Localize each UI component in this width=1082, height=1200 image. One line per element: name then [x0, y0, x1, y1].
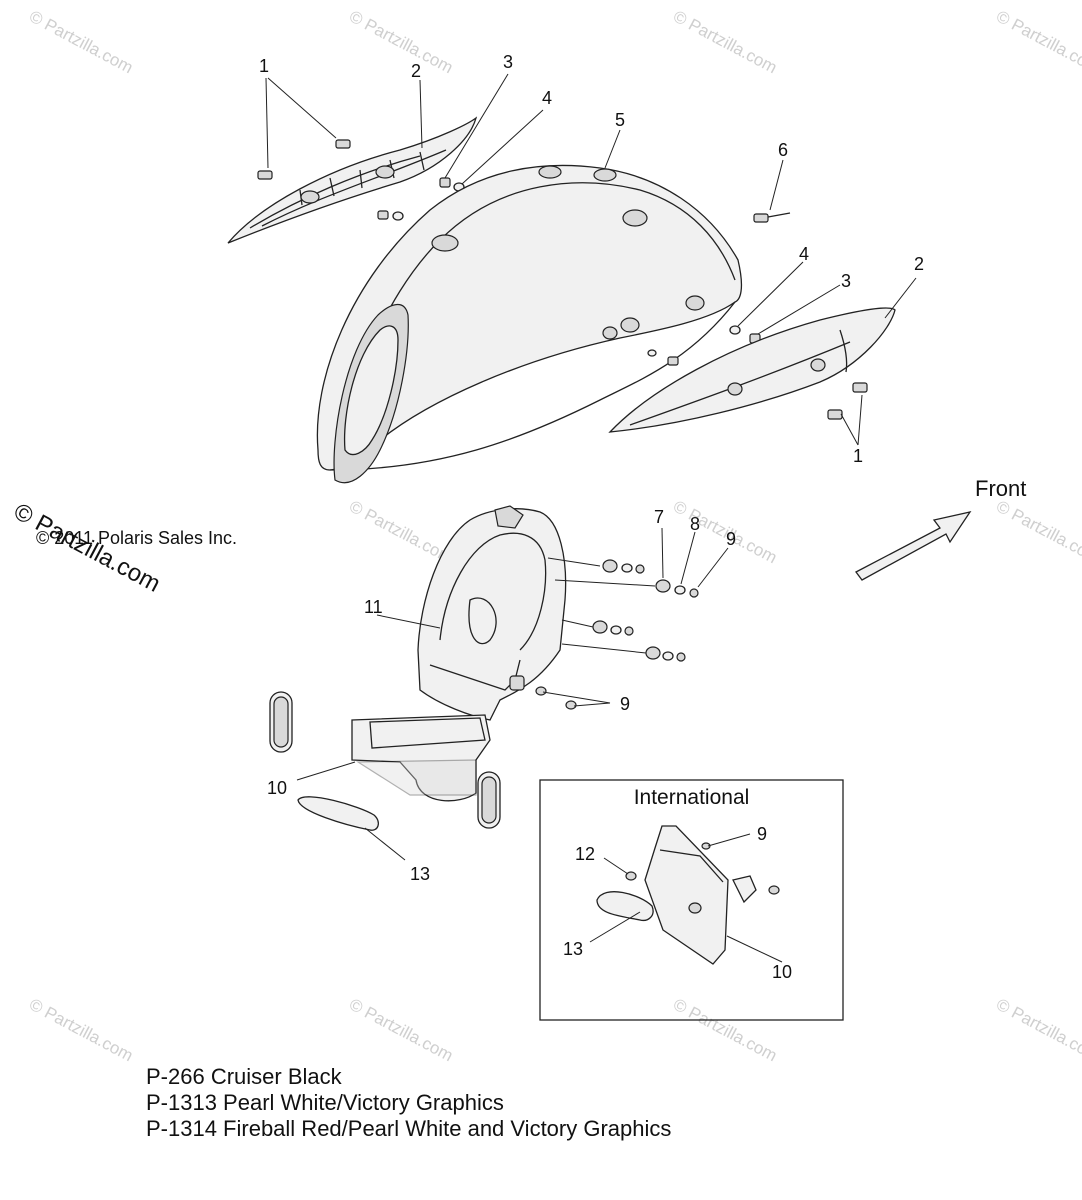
fender-trim-right [608, 307, 896, 433]
note-line: P-1314 Fireball Red/Pearl White and Vict… [146, 1116, 672, 1141]
callout-6: 6 [778, 140, 788, 160]
watermark: © Partzilla.com [993, 497, 1082, 568]
note-line: P-1313 Pearl White/Victory Graphics [146, 1090, 504, 1115]
callout-8: 8 [690, 514, 700, 534]
front-label: Front [975, 476, 1027, 501]
license-plate-holder [351, 714, 491, 802]
watermark: © Partzilla.com [993, 995, 1082, 1066]
nut-3-upper [439, 177, 451, 188]
callout-13: 13 [410, 864, 430, 884]
watermark: © Partzilla.com [26, 7, 136, 78]
callout-1: 1 [853, 446, 863, 466]
watermark: © Partzilla.com [346, 497, 456, 568]
watermark: © Partzilla.com [993, 7, 1082, 78]
color-notes: P-266 Cruiser Black P-1313 Pearl White/V… [146, 1064, 671, 1142]
fender-trim-left [227, 116, 478, 244]
nut-extra [377, 210, 404, 221]
callout-4: 4 [799, 244, 809, 264]
copyright-text: © 2011 Polaris Sales Inc. [36, 528, 238, 548]
screw-6 [753, 212, 791, 223]
callout-9: 9 [726, 529, 736, 549]
international-box [539, 779, 844, 1021]
front-fender [316, 164, 743, 484]
callout-9: 9 [620, 694, 630, 714]
intl-bracket [644, 825, 780, 965]
watermark: © Partzilla.com [26, 995, 136, 1066]
license-bracket [417, 505, 567, 721]
intl-reflector [596, 891, 654, 922]
nut-stack [535, 559, 699, 710]
callout-1: 1 [259, 56, 269, 76]
watermark: © Partzilla.com [346, 995, 456, 1066]
note-line: P-266 Cruiser Black [146, 1064, 342, 1089]
intl-nut-12 [625, 871, 637, 881]
screws-1-upper [257, 139, 351, 180]
callout-3: 3 [503, 52, 513, 72]
front-arrow [855, 511, 972, 581]
callout-4: 4 [542, 88, 552, 108]
intl-callout-12: 12 [575, 844, 595, 864]
intl-callout-13: 13 [563, 939, 583, 959]
callout-leaders [265, 73, 917, 963]
reflector-lower [297, 796, 380, 831]
callout-numbers: 1 2 3 4 5 6 4 3 2 1 7 8 9 11 9 10 13 9 1… [259, 52, 924, 982]
watermark: © Partzilla.com [670, 995, 780, 1066]
intl-callout-9: 9 [757, 824, 767, 844]
callout-11: 11 [364, 597, 383, 617]
reflector-left-upper [269, 691, 293, 753]
callout-5: 5 [615, 110, 625, 130]
international-title: International [633, 786, 750, 809]
watermark: © Partzilla.com [346, 7, 456, 78]
callout-2: 2 [914, 254, 924, 274]
callout-7: 7 [654, 507, 664, 527]
reflector-right-side [477, 771, 501, 829]
callout-3: 3 [841, 271, 851, 291]
intl-callout-10: 10 [772, 962, 792, 982]
callout-2: 2 [411, 61, 421, 81]
watermark: © Partzilla.com [670, 7, 780, 78]
callout-10: 10 [267, 778, 287, 798]
screws-1-lower [827, 382, 868, 420]
